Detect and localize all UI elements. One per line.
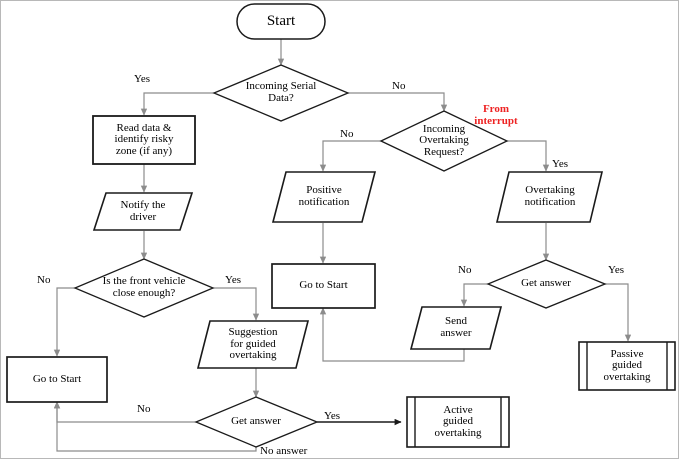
edge-label-serial-no: No: [392, 80, 406, 92]
edge-answer-right-yes: [605, 283, 632, 342]
edge-request-yes: [507, 140, 550, 172]
edge-label-front-no: No: [37, 274, 51, 286]
edge-label-front-yes: Yes: [225, 274, 242, 286]
edge-label-answer-right-yes: Yes: [608, 264, 625, 276]
edge-label-request-no: No: [340, 128, 354, 140]
node-passive-guided: [578, 341, 676, 391]
node-active-guided: [406, 396, 510, 448]
node-incoming-request: [379, 110, 509, 172]
node-suggestion: [196, 320, 310, 369]
node-positive-notif: [271, 171, 377, 223]
node-start: [236, 3, 326, 40]
node-get-answer-bottom: [194, 396, 319, 448]
node-notify-driver: [92, 192, 194, 231]
edge-send-answer-return: [319, 307, 465, 362]
node-read-data: [92, 115, 196, 165]
annotation-from-interrupt: From interrupt: [474, 103, 518, 127]
edge-answer-right-no: [460, 283, 488, 307]
edge-answer-bottom-no: [53, 401, 196, 423]
node-send-answer: [409, 306, 503, 350]
edge-label-answer-right-no: No: [458, 264, 472, 276]
node-go-to-start-left: [6, 356, 108, 403]
edge-front-no: [53, 287, 75, 357]
node-overtaking-notif: [495, 171, 604, 223]
edge-front-yes: [213, 287, 260, 321]
edge-answer-bottom-none: [53, 401, 257, 452]
edge-label-answer-bottom-none: No answer: [260, 445, 308, 457]
edge-serial-yes: [140, 92, 214, 116]
edge-serial-no: [348, 92, 448, 112]
node-get-answer-right: [486, 259, 607, 309]
node-go-to-start-mid: [271, 263, 376, 309]
node-incoming-serial: [212, 64, 350, 122]
edge-label-answer-bottom-no: No: [137, 403, 151, 415]
edge-label-request-yes: Yes: [552, 158, 569, 170]
edge-label-answer-bottom-yes: Yes: [324, 410, 341, 422]
edge-label-serial-yes: Yes: [134, 73, 151, 85]
edge-request-no: [319, 140, 381, 172]
node-front-vehicle: [73, 258, 215, 318]
